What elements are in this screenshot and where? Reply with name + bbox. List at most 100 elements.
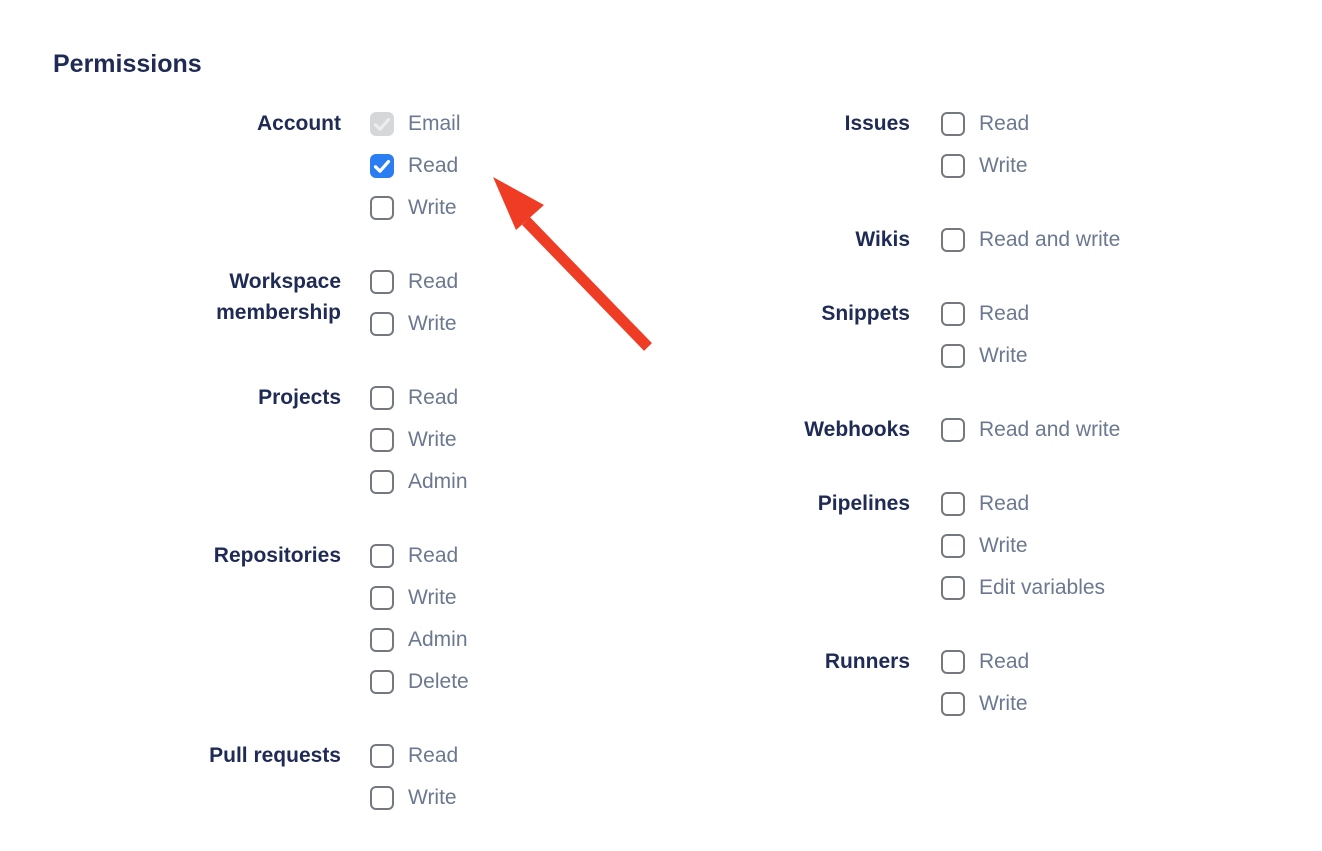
checkbox-label[interactable]: Read bbox=[408, 544, 459, 567]
option-row: Read bbox=[370, 535, 469, 577]
permissions-column-right: Issues Read Write Wikis Read and write S… bbox=[660, 103, 1120, 757]
permission-group-issues: Issues Read Write bbox=[660, 103, 1120, 187]
option-row: Write bbox=[370, 419, 468, 461]
account-email-checkbox bbox=[370, 112, 394, 136]
option-row: Read and write bbox=[941, 409, 1120, 451]
page-title: Permissions bbox=[53, 50, 202, 78]
permission-group-repositories: Repositories Read Write Admin Delete bbox=[0, 535, 469, 703]
permission-group-pull-requests: Pull requests Read Write bbox=[0, 735, 469, 819]
checkbox-label[interactable]: Read bbox=[979, 302, 1030, 325]
group-label-runners: Runners bbox=[824, 650, 910, 673]
issues-read-checkbox[interactable] bbox=[941, 112, 965, 136]
option-row: Edit variables bbox=[941, 567, 1105, 609]
permission-group-wikis: Wikis Read and write bbox=[660, 219, 1120, 261]
option-row: Write bbox=[370, 303, 458, 345]
option-row: Read bbox=[370, 735, 458, 777]
permission-group-projects: Projects Read Write Admin bbox=[0, 377, 469, 503]
group-label-pipelines: Pipelines bbox=[817, 492, 910, 515]
group-label-workspace-membership: Workspace membership bbox=[216, 270, 341, 324]
option-row: Read bbox=[941, 483, 1105, 525]
permission-group-snippets: Snippets Read Write bbox=[660, 293, 1120, 377]
checkbox-label[interactable]: Write bbox=[979, 534, 1028, 557]
workspace-membership-read-checkbox[interactable] bbox=[370, 270, 394, 294]
option-row: Admin bbox=[370, 461, 468, 503]
checkbox-label[interactable]: Read and write bbox=[979, 228, 1121, 251]
repositories-write-checkbox[interactable] bbox=[370, 586, 394, 610]
permission-group-account: Account Email Read Write bbox=[0, 103, 469, 229]
projects-read-checkbox[interactable] bbox=[370, 386, 394, 410]
checkmark-icon bbox=[373, 160, 391, 173]
pull-requests-write-checkbox[interactable] bbox=[370, 786, 394, 810]
option-row: Read bbox=[370, 377, 468, 419]
group-label-snippets: Snippets bbox=[821, 302, 910, 325]
account-read-checkbox[interactable] bbox=[370, 154, 394, 178]
option-row: Write bbox=[370, 777, 458, 819]
account-write-checkbox[interactable] bbox=[370, 196, 394, 220]
option-row: Delete bbox=[370, 661, 469, 703]
group-label-issues: Issues bbox=[844, 112, 910, 135]
option-row: Read bbox=[941, 293, 1029, 335]
pipelines-edit-variables-checkbox[interactable] bbox=[941, 576, 965, 600]
option-row: Write bbox=[941, 525, 1105, 567]
group-label-pull-requests: Pull requests bbox=[209, 744, 341, 767]
checkbox-label[interactable]: Read bbox=[408, 154, 459, 177]
checkbox-label[interactable]: Read bbox=[408, 744, 459, 767]
repositories-read-checkbox[interactable] bbox=[370, 544, 394, 568]
group-label-repositories: Repositories bbox=[213, 544, 341, 567]
option-row: Admin bbox=[370, 619, 469, 661]
checkbox-label: Email bbox=[408, 112, 461, 135]
permission-group-runners: Runners Read Write bbox=[660, 641, 1120, 725]
checkbox-label[interactable]: Delete bbox=[408, 670, 469, 693]
snippets-read-checkbox[interactable] bbox=[941, 302, 965, 326]
option-row: Read bbox=[370, 145, 461, 187]
option-row: Write bbox=[941, 145, 1029, 187]
group-label-webhooks: Webhooks bbox=[804, 418, 910, 441]
projects-write-checkbox[interactable] bbox=[370, 428, 394, 452]
checkbox-label[interactable]: Admin bbox=[408, 470, 468, 493]
checkbox-label[interactable]: Read and write bbox=[979, 418, 1121, 441]
workspace-membership-write-checkbox[interactable] bbox=[370, 312, 394, 336]
checkbox-label[interactable]: Write bbox=[979, 344, 1028, 367]
checkbox-label[interactable]: Read bbox=[979, 650, 1030, 673]
permission-group-pipelines: Pipelines Read Write Edit variables bbox=[660, 483, 1120, 609]
checkbox-label[interactable]: Admin bbox=[408, 628, 468, 651]
pipelines-read-checkbox[interactable] bbox=[941, 492, 965, 516]
repositories-admin-checkbox[interactable] bbox=[370, 628, 394, 652]
checkmark-icon bbox=[373, 118, 391, 131]
checkbox-label[interactable]: Write bbox=[408, 312, 457, 335]
group-label-projects: Projects bbox=[258, 386, 341, 409]
checkbox-label[interactable]: Write bbox=[408, 786, 457, 809]
checkbox-label[interactable]: Read bbox=[408, 270, 459, 293]
checkbox-label[interactable]: Write bbox=[408, 196, 457, 219]
checkbox-label[interactable]: Write bbox=[979, 154, 1028, 177]
issues-write-checkbox[interactable] bbox=[941, 154, 965, 178]
checkbox-label[interactable]: Write bbox=[979, 692, 1028, 715]
option-row: Write bbox=[370, 577, 469, 619]
checkbox-label[interactable]: Write bbox=[408, 428, 457, 451]
wikis-read-and-write-checkbox[interactable] bbox=[941, 228, 965, 252]
permissions-column-left: Account Email Read Write Workspace membe… bbox=[0, 103, 469, 851]
checkbox-label[interactable]: Read bbox=[979, 492, 1030, 515]
snippets-write-checkbox[interactable] bbox=[941, 344, 965, 368]
checkbox-label[interactable]: Edit variables bbox=[979, 576, 1106, 599]
pipelines-write-checkbox[interactable] bbox=[941, 534, 965, 558]
group-label-account: Account bbox=[257, 112, 341, 135]
runners-read-checkbox[interactable] bbox=[941, 650, 965, 674]
option-row: Read bbox=[941, 641, 1029, 683]
checkbox-label[interactable]: Read bbox=[408, 386, 459, 409]
option-row: Read bbox=[941, 103, 1029, 145]
checkbox-label[interactable]: Write bbox=[408, 586, 457, 609]
option-row: Read and write bbox=[941, 219, 1120, 261]
permission-group-webhooks: Webhooks Read and write bbox=[660, 409, 1120, 451]
projects-admin-checkbox[interactable] bbox=[370, 470, 394, 494]
checkbox-label[interactable]: Read bbox=[979, 112, 1030, 135]
runners-write-checkbox[interactable] bbox=[941, 692, 965, 716]
permission-group-workspace-membership: Workspace membership Read Write bbox=[0, 261, 469, 345]
repositories-delete-checkbox[interactable] bbox=[370, 670, 394, 694]
option-row: Write bbox=[370, 187, 461, 229]
option-row: Write bbox=[941, 335, 1029, 377]
option-row: Write bbox=[941, 683, 1029, 725]
group-label-wikis: Wikis bbox=[855, 228, 910, 251]
pull-requests-read-checkbox[interactable] bbox=[370, 744, 394, 768]
webhooks-read-and-write-checkbox[interactable] bbox=[941, 418, 965, 442]
